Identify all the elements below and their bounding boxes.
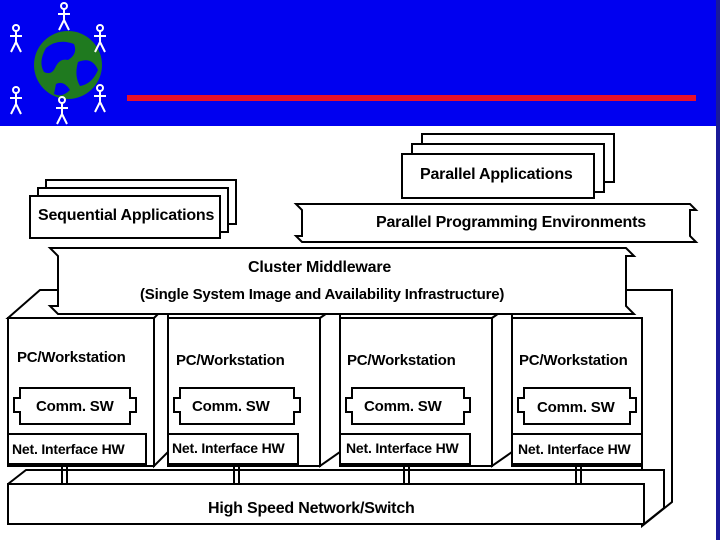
network-switch-label: High Speed Network/Switch — [208, 500, 415, 517]
node-net-interface-label: Net. Interface HW — [172, 440, 285, 456]
node-net-interface-label: Net. Interface HW — [518, 441, 631, 457]
right-edge-bar — [716, 0, 720, 540]
parallel-applications-label: Parallel Applications — [420, 166, 573, 183]
middleware-title: Cluster Middleware — [248, 259, 392, 276]
parallel-programming-environments-label: Parallel Programming Environments — [376, 214, 646, 231]
node-net-interface-label: Net. Interface HW — [346, 440, 459, 456]
node-workstation-label: PC/Workstation — [347, 352, 456, 369]
node-workstation-label: PC/Workstation — [519, 352, 628, 369]
node-workstation-label: PC/Workstation — [17, 349, 126, 366]
node-comm-sw-label: Comm. SW — [364, 398, 442, 415]
title-banner — [0, 0, 720, 126]
accent-line — [127, 95, 696, 101]
node-comm-sw-label: Comm. SW — [537, 399, 615, 416]
node-comm-sw-label: Comm. SW — [36, 398, 114, 415]
node-workstation-label: PC/Workstation — [176, 352, 285, 369]
sequential-applications-label: Sequential Applications — [38, 207, 215, 224]
node-comm-sw-label: Comm. SW — [192, 398, 270, 415]
middleware-subtitle: (Single System Image and Availability In… — [140, 286, 505, 303]
node-net-interface-label: Net. Interface HW — [12, 441, 125, 457]
globe-with-people-icon — [10, 2, 106, 125]
